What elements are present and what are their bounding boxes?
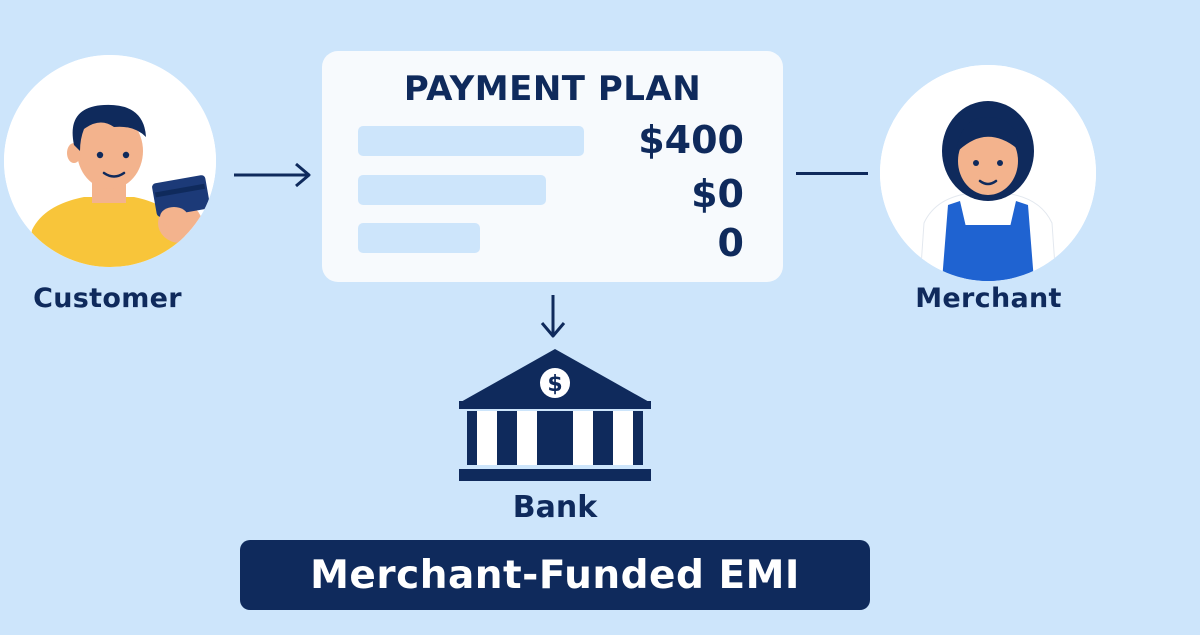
merchant-label: Merchant <box>915 283 1062 314</box>
payment-plan-title: PAYMENT PLAN <box>403 69 702 109</box>
plan-row-bar <box>358 126 584 156</box>
bank-dollar-symbol: $ <box>547 372 562 397</box>
customer-avatar <box>4 55 216 267</box>
connector-line <box>796 172 868 175</box>
diagram-title: Merchant-Funded EMI <box>310 553 800 598</box>
plan-row-bar <box>358 223 480 253</box>
merchant-avatar <box>880 65 1096 281</box>
bank-icon: $ <box>455 345 655 485</box>
bank-label: Bank <box>512 490 598 525</box>
arrow-down-icon <box>537 293 569 345</box>
plan-row-bar <box>358 175 546 205</box>
title-banner: Merchant-Funded EMI <box>240 540 870 610</box>
plan-row-amount: 0 <box>717 221 744 265</box>
customer-label: Customer <box>33 283 182 314</box>
payment-plan-card: PAYMENT PLAN $400 $0 0 <box>322 51 783 282</box>
arrow-right-icon <box>232 160 314 194</box>
plan-row-amount: $400 <box>638 118 744 162</box>
plan-row-amount: $0 <box>691 172 744 216</box>
